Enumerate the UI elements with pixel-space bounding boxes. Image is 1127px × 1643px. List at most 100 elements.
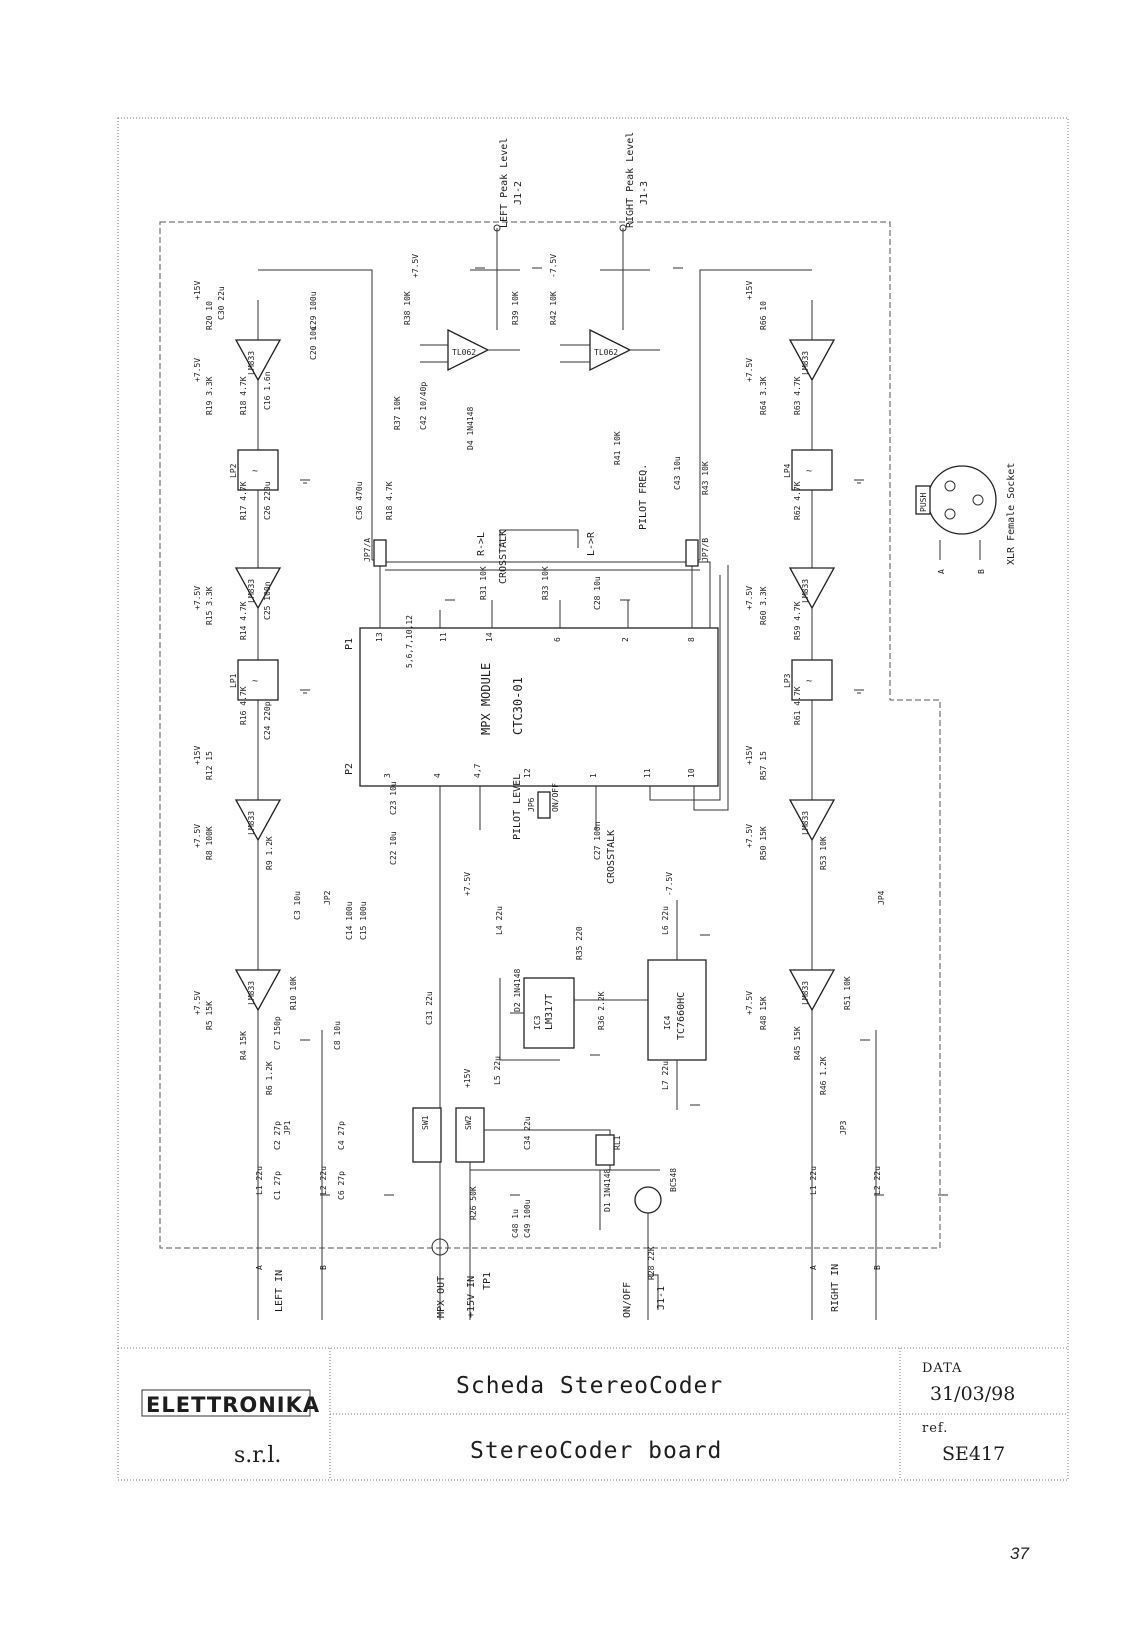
svg-text:L2 22u: L2 22u [873,1166,882,1195]
rail-top-left-plus75: +7.5V [411,254,420,278]
svg-text:~: ~ [252,466,258,477]
ic3-part: LM317T [544,994,555,1030]
svg-text:C26 220u: C26 220u [263,481,272,520]
svg-text:C20 10u: C20 10u [309,326,318,360]
svg-text:R19 3.3K: R19 3.3K [205,376,214,415]
left-peak-label: LEFT Peak Level [499,138,510,228]
opamp-ic7b [589,328,632,372]
jp7a-label: JP7/A [363,538,372,562]
svg-text:C48 1u: C48 1u [511,1209,520,1238]
opamp-left-3: LM833 [247,811,256,835]
xlr-pin-b: B [977,569,986,574]
jp7b-label: JP7/B [701,538,710,562]
svg-text:R45 15K: R45 15K [793,1026,802,1060]
title-english: StereoCoder board [470,1438,722,1464]
tp1-label: TP1 [482,1272,493,1290]
svg-text:C2 27p: C2 27p [273,1121,282,1150]
svg-text:13: 13 [375,632,384,642]
svg-text:R62 4.7K: R62 4.7K [793,481,802,520]
svg-text:R15 3.3K: R15 3.3K [205,586,214,625]
svg-text:4,7: 4,7 [473,763,482,778]
svg-text:C4 27p: C4 27p [337,1121,346,1150]
svg-text:D2 1N4148: D2 1N4148 [513,968,522,1012]
connector-p1: P1 [344,638,355,650]
svg-text:R51 10K: R51 10K [843,976,852,1010]
right-in-pin-a: A [809,1265,818,1270]
svg-text:R14 4.7K: R14 4.7K [239,601,248,640]
rail-left-plus75-c: +7.5V [193,824,202,848]
svg-text:SW2: SW2 [464,1115,473,1130]
opamp-left-4: LM833 [247,981,256,1005]
svg-text:3: 3 [383,773,392,778]
opamp-ic2b [234,339,282,382]
ref-value: SE417 [942,1443,1005,1465]
svg-text:4: 4 [433,773,442,778]
crosstalk-top-label: CROSSTALK [498,530,509,584]
lp4-label: LP4 [783,463,792,478]
sw1 [412,1107,442,1163]
svg-text:R59 4.7K: R59 4.7K [793,601,802,640]
lp1-label: LP1 [229,673,238,688]
svg-text:D4 1N4148: D4 1N4148 [466,406,475,450]
right-peak-label: RIGHT Peak Level [625,132,636,228]
left-in-pin-a: A [255,1265,264,1270]
on-off-bottom-label: ON/OFF [622,1282,633,1318]
svg-text:R5 15K: R5 15K [205,1001,214,1030]
opamp-left-1: LM833 [247,351,256,375]
svg-text:R12 15: R12 15 [205,751,214,780]
svg-text:R16 4.7K: R16 4.7K [239,686,248,725]
svg-text:L7 22u: L7 22u [661,1061,670,1090]
svg-text:R41 10K: R41 10K [613,431,622,465]
misc-component-labels: C36 470u R18 4.7K R37 10K C42 10/40p D4 … [217,286,882,1280]
svg-text:R64 3.3K: R64 3.3K [759,376,768,415]
svg-text:C49 100u: C49 100u [523,1199,532,1238]
opamp-right-4: LM833 [801,981,810,1005]
pilot-freq-label: PILOT FREQ. [638,464,649,530]
svg-text:R31 10K: R31 10K [479,566,488,600]
svg-text:C22 10u: C22 10u [389,831,398,865]
module-pins-top: 13 5,6,7,10,12 11 14 6 2 8 [375,615,696,668]
ic4-ref: IC4 [663,1015,672,1030]
jp7b [685,539,699,567]
xlr-push-tab [915,485,931,515]
lp3-filter [791,659,833,701]
xlr-pin-a: A [937,569,946,574]
left-resistor-labels: R20 10 R19 3.3K R18 4.7K R17 4.7K R15 3.… [205,301,298,1095]
mpx-module-code: CTC30-01 [511,677,525,735]
rail-top-mid-minus75: -7.5V [549,254,558,278]
ground-symbols [300,267,948,1196]
svg-text:R26 50K: R26 50K [469,1186,478,1220]
ic4-part: TC7660HC [676,992,687,1040]
transistor-label: BC548 [669,1168,678,1192]
svg-text:R35 220: R35 220 [575,926,584,960]
transistor-bc548 [634,1186,662,1214]
svg-text:R66 10: R66 10 [759,301,768,330]
svg-text:R61 4.7K: R61 4.7K [793,686,802,725]
svg-text:12: 12 [523,768,532,778]
svg-text:11: 11 [439,632,448,642]
opamp-right-3: LM833 [801,811,810,835]
opamp-right-2: LM833 [801,579,810,603]
svg-text:SW1: SW1 [421,1115,430,1130]
r-to-l-label: R->L [476,532,487,556]
xlr-push-label: PUSH [919,493,928,512]
svg-text:8: 8 [687,637,696,642]
svg-text:C27 100n: C27 100n [593,821,602,860]
svg-text:L5 22u: L5 22u [493,1056,502,1085]
ic3-lm317 [523,977,575,1049]
jp6-label: JP6 [527,797,536,812]
right-in-pin-b: B [873,1265,882,1270]
svg-text:R18 4.7K: R18 4.7K [239,376,248,415]
svg-text:~: ~ [806,676,812,687]
svg-text:5,6,7,10,12: 5,6,7,10,12 [405,615,414,668]
svg-text:C34 22u: C34 22u [523,1116,532,1150]
date-value: 31/03/98 [930,1383,1015,1405]
rail-right-plus15-a: +15V [745,281,754,300]
jp2-label: JP2 [323,890,332,905]
svg-text:R4 15K: R4 15K [239,1031,248,1060]
svg-text:R50 15K: R50 15K [759,826,768,860]
j1-2-label: J1-2 [513,181,524,205]
opamp-ic5a [788,799,836,842]
svg-text:C30 22u: C30 22u [217,286,226,320]
